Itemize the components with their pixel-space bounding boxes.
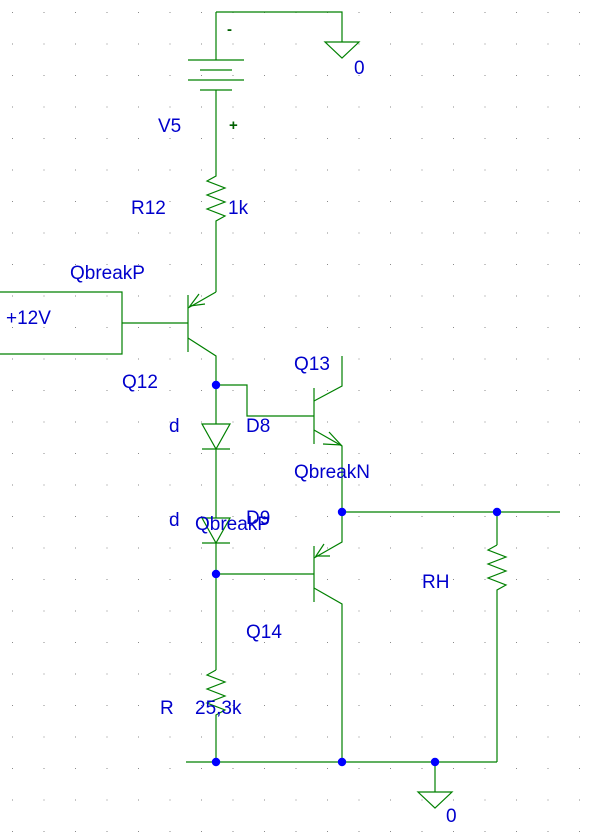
source-label: V5	[158, 116, 181, 137]
resistor-r12[interactable]	[205, 166, 227, 292]
ground-top-icon	[323, 41, 361, 59]
transistor-q12[interactable]	[122, 291, 217, 385]
bottom-rail[interactable]	[186, 761, 497, 792]
r12-name: R12	[131, 198, 166, 219]
r-bottom-value: 25,3k	[195, 698, 242, 719]
r12-value: 1k	[228, 198, 249, 219]
input-box-12v[interactable]	[0, 291, 123, 355]
rh-name: RH	[422, 572, 449, 593]
battery-v5[interactable]	[188, 11, 343, 166]
r-bottom-name: R	[160, 698, 174, 719]
q12-model: QbreakP	[70, 263, 145, 284]
junction-dot	[211, 569, 221, 579]
d8-name: D8	[246, 416, 270, 437]
d9-name: D9	[246, 508, 270, 529]
transistor-q14[interactable]	[216, 512, 343, 762]
resistor-r-bottom[interactable]	[205, 669, 227, 762]
q13-model: QbreakN	[294, 462, 370, 483]
junction-dot	[337, 507, 347, 517]
grid-dots	[12, 12, 580, 832]
junction-dots	[211, 380, 502, 767]
d9-model: d	[169, 510, 180, 531]
q13-name: Q13	[294, 354, 330, 375]
ground-bottom-label: 0	[446, 806, 457, 827]
q14-model: QbreakP	[195, 514, 270, 535]
junction-dot	[211, 757, 221, 767]
battery-minus-sign: -	[227, 21, 232, 38]
resistor-rh[interactable]	[342, 511, 560, 762]
input-label: +12V	[6, 308, 51, 329]
junction-dot	[430, 757, 440, 767]
battery-plus-sign: +	[229, 117, 238, 134]
q14-name: Q14	[246, 622, 282, 643]
diode-d8[interactable]	[200, 385, 232, 518]
d8-model: d	[169, 416, 180, 437]
junction-dot	[492, 507, 502, 517]
ground-top-label: 0	[354, 58, 365, 79]
transistor-q13[interactable]	[216, 356, 343, 512]
q12-name: Q12	[122, 372, 158, 393]
junction-dot	[337, 757, 347, 767]
junction-dot	[211, 380, 221, 390]
ground-bottom-icon	[416, 791, 454, 809]
diode-d9[interactable]	[200, 517, 232, 670]
